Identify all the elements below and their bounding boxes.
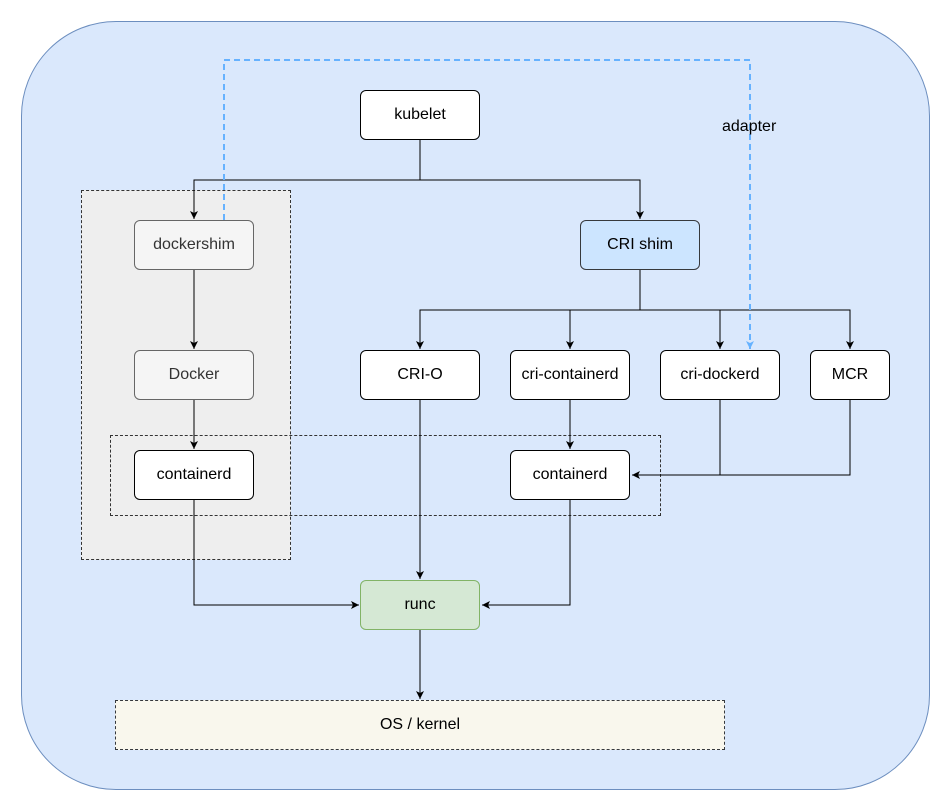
cri-containerd-node: cri-containerd	[510, 350, 630, 400]
os-kernel-node: OS / kernel	[115, 700, 725, 750]
edge-mcr-to-containerd	[720, 400, 851, 476]
edge-adapter-dockershim-to-cri-dockerd	[223, 59, 754, 349]
edge-containerd-legacy-to-runc	[193, 500, 359, 609]
containerd-cri-node: containerd	[510, 450, 630, 500]
cri-dockerd-node: cri-dockerd	[660, 350, 780, 400]
cri-o-node: CRI-O	[360, 350, 480, 400]
edge-cri-dockerd-to-containerd	[632, 400, 721, 479]
edge-kubelet-to-cri-shim	[420, 179, 644, 219]
containerd-legacy-node: containerd	[134, 450, 254, 500]
docker-node: Docker	[134, 350, 254, 400]
edge-kubelet-to-dockershim	[190, 140, 421, 219]
edge-cri-shim-to-mcr	[640, 309, 854, 349]
edge-containerd-to-runc	[482, 500, 571, 609]
edge-cri-shim-to-cri-o	[416, 270, 641, 349]
mcr-node: MCR	[810, 350, 890, 400]
cri-shim-node: CRI shim	[580, 220, 700, 270]
adapter-label: adapter	[722, 118, 777, 135]
dockershim-node: dockershim	[134, 220, 254, 270]
kubelet-node: kubelet	[360, 90, 480, 140]
runc-node: runc	[360, 580, 480, 630]
